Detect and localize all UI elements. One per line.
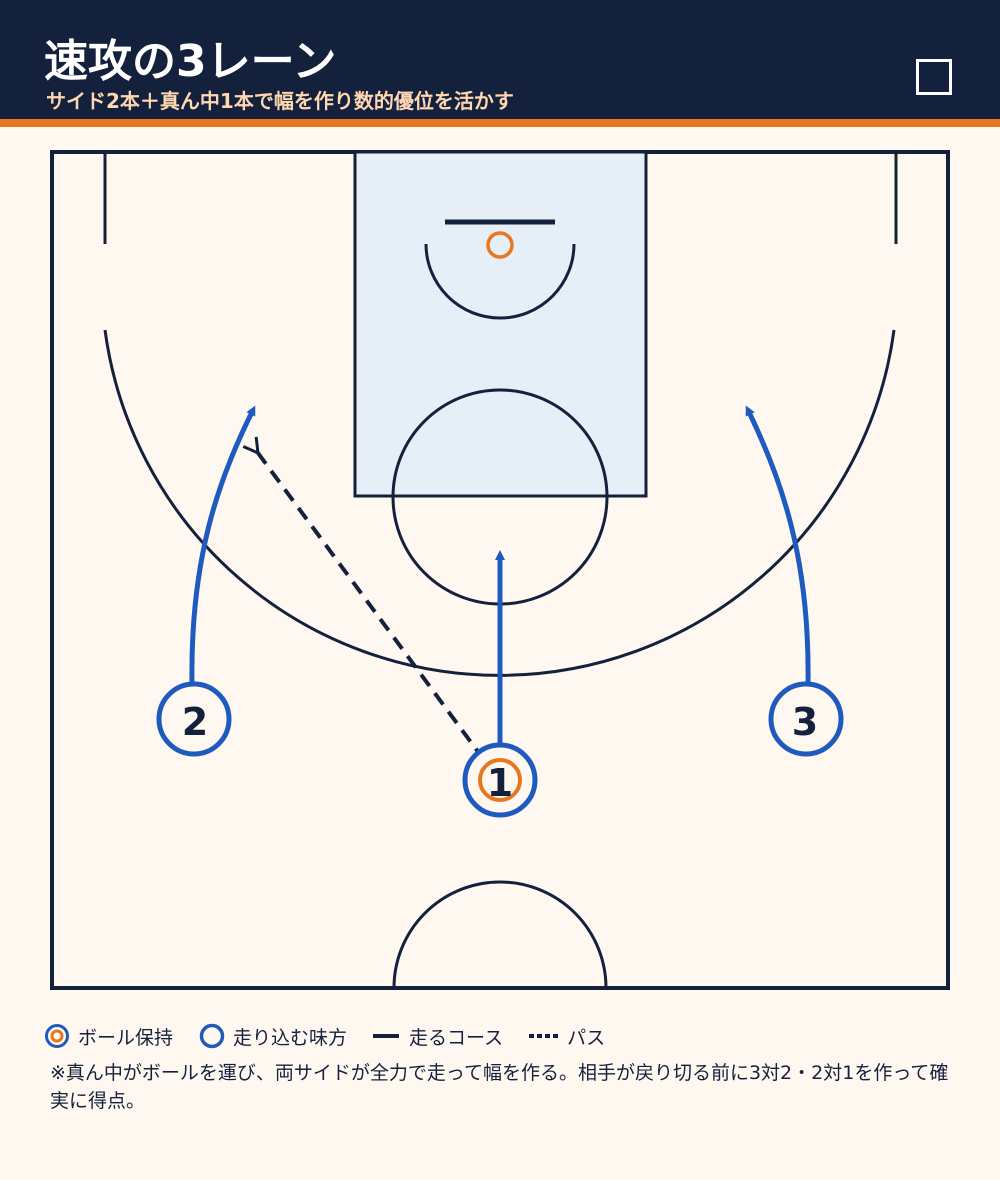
player-3-ring [768,681,844,757]
player-1-label: 1 [487,761,513,805]
legend-label-ball-holder: ボール保持 [78,1026,174,1049]
footnote: ※真ん中がボールを運び、両サイドが全力で走って幅を作る。相手が戻り切る前に3対2… [50,1062,949,1112]
dashed-line-icon [529,1034,560,1038]
legend-item-ball-holder: ボール保持 [44,1023,173,1050]
player-2: 2 [156,681,232,757]
player-3-label: 3 [792,700,818,744]
page-title: 速攻の3レーン [44,36,337,87]
legend-item-runner: 走り込む味方 [199,1023,347,1050]
legend-label-run-course: 走るコース [409,1026,504,1049]
player-3: 3 [768,681,844,757]
court-diagram: 1 2 3 [50,150,950,990]
run-path-right [745,405,811,686]
ball-icon [478,758,522,802]
solid-line-icon [373,1034,400,1038]
player-2-ring [156,681,232,757]
rim [486,231,514,259]
runner-icon [199,1023,225,1049]
restricted-area-arc [424,243,576,320]
header-accent-line [0,119,1000,127]
pass-path [242,436,486,762]
legend: ボール保持 走り込む味方 走るコース パス [44,1021,631,1051]
legend-label-pass: パス [567,1026,606,1049]
legend-item-pass: パス [529,1023,605,1050]
player-1-ring [462,742,538,818]
center-circle-arc [392,880,608,989]
legend-item-run-course: 走るコース [373,1023,503,1050]
paint-area [353,150,648,498]
header-bar [0,0,1000,119]
legend-label-runner: 走り込む味方 [233,1026,348,1049]
square-outline-icon [916,59,952,95]
ball-holder-icon [45,1024,69,1048]
player-1: 1 [462,742,538,818]
page-subtitle: サイド2本＋真ん中1本で幅を作り数的優位を活かす [46,89,514,113]
player-2-label: 2 [182,700,208,744]
run-path-left [189,405,256,686]
